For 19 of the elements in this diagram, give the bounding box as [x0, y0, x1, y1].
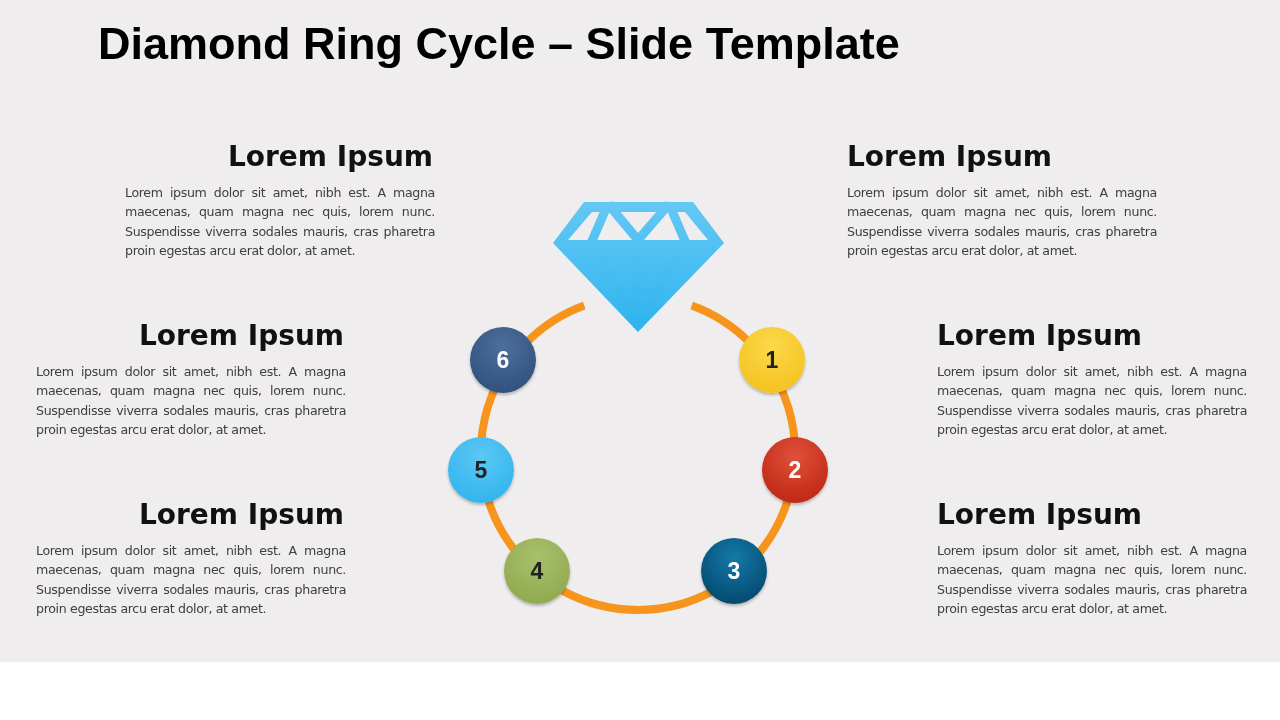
number-circle: 2: [762, 437, 828, 503]
body-paragraph: Lorem ipsum dolor sit amet, nibh est. A magna maecenas, quam magna nec quis, lorem nunc. Suspendisse viverra sodales mauris, cras pharetra proin egestas arcu erat dolor, at amet.: [937, 363, 1247, 439]
body-paragraph: Lorem ipsum dolor sit amet, nibh est. A magna maecenas, quam magna nec quis, lorem nunc. Suspendisse viverra sodales mauris, cras pharetra proin egestas arcu erat dolor, at amet.: [847, 184, 1157, 260]
number-circle: 6: [470, 327, 536, 393]
slide-title: Diamond Ring Cycle – Slide Template: [98, 18, 900, 70]
body-paragraph: Lorem ipsum dolor sit amet, nibh est. A magna maecenas, quam magna nec quis, lorem nunc. Suspendisse viverra sodales mauris, cras pharetra proin egestas arcu erat dolor, at amet.: [36, 363, 346, 439]
number-circle: 4: [504, 538, 570, 604]
section-heading: Lorem Ipsum: [137, 498, 344, 531]
number-circle: 5: [448, 437, 514, 503]
section-heading: Lorem Ipsum: [937, 319, 1144, 352]
section-heading: Lorem Ipsum: [226, 140, 433, 173]
section-heading: Lorem Ipsum: [137, 319, 344, 352]
body-paragraph: Lorem ipsum dolor sit amet, nibh est. A magna maecenas, quam magna nec quis, lorem nunc. Suspendisse viverra sodales mauris, cras pharetra proin egestas arcu erat dolor, at amet.: [36, 542, 346, 618]
section-heading: Lorem Ipsum: [847, 140, 1054, 173]
number-circle: 1: [739, 327, 805, 393]
body-paragraph: Lorem ipsum dolor sit amet, nibh est. A magna maecenas, quam magna nec quis, lorem nunc. Suspendisse viverra sodales mauris, cras pharetra proin egestas arcu erat dolor, at amet.: [125, 184, 435, 260]
body-paragraph: Lorem ipsum dolor sit amet, nibh est. A magna maecenas, quam magna nec quis, lorem nunc. Suspendisse viverra sodales mauris, cras pharetra proin egestas arcu erat dolor, at amet.: [937, 542, 1247, 618]
section-heading: Lorem Ipsum: [937, 498, 1144, 531]
number-circle: 3: [701, 538, 767, 604]
